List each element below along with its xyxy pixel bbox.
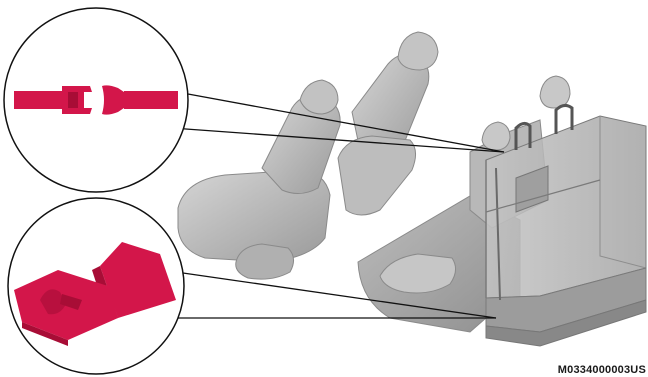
front-seat-right (338, 32, 438, 215)
figure-reference-code: M0334000003US (558, 364, 646, 376)
front-seat-left (178, 80, 340, 279)
leader-line-buckle-top (188, 94, 504, 152)
strap-buckle-detail (4, 8, 188, 192)
floor-anchor-detail (8, 198, 184, 374)
vehicle-interior (178, 32, 646, 346)
